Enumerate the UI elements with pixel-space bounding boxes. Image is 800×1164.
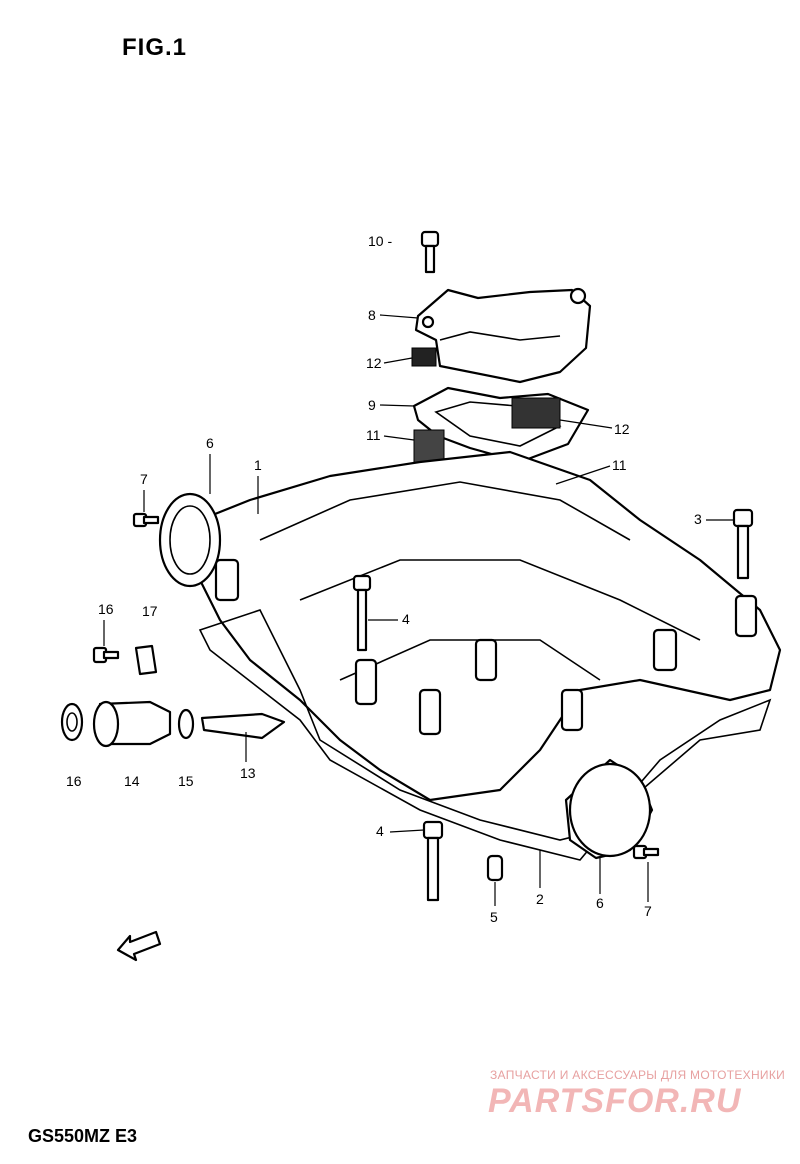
- dowel-5: [486, 854, 504, 882]
- callout-4b: 4: [376, 823, 384, 839]
- o-ring-15: [177, 708, 195, 740]
- base-gasket-2: [198, 609, 772, 861]
- watermark-tagline: ЗАПЧАСТИ И АКСЕССУАРЫ ДЛЯ МОТОТЕХНИКИ: [490, 1068, 786, 1082]
- figure-title: FIG.1: [122, 34, 188, 61]
- callout-6a: 6: [206, 435, 214, 451]
- callout-8: 8: [368, 307, 376, 323]
- screw-7-right: [632, 844, 660, 860]
- callout-11a: 11: [366, 427, 381, 443]
- sleeve-14: [92, 700, 172, 748]
- model-code: GS550MZ E3: [28, 1126, 138, 1146]
- callout-7b: 7: [644, 903, 652, 919]
- end-cap-6-left: [158, 492, 222, 588]
- watermark-logo: PARTSFOR.RU: [488, 1082, 742, 1120]
- callout-12b: 12: [614, 421, 630, 437]
- screw-7-left: [132, 512, 160, 528]
- bolt-4-lower: [422, 820, 444, 902]
- callout-10: 10 -: [368, 233, 392, 249]
- callout-13: 13: [240, 765, 256, 781]
- main-cover-1: [198, 450, 782, 802]
- callout-2: 2: [536, 891, 544, 907]
- front-arrow-icon: [116, 930, 162, 962]
- clip-17: [134, 644, 158, 676]
- end-cap-6-right: [564, 758, 654, 860]
- washer-16: [60, 702, 84, 742]
- screw-16: [92, 646, 120, 664]
- callout-17: 17: [142, 603, 158, 619]
- callout-4a: 4: [402, 611, 410, 627]
- callout-6b: 6: [596, 895, 604, 911]
- callout-11b: 11: [612, 457, 627, 473]
- callout-16a: 16: [98, 601, 114, 617]
- pad-12-right: [511, 397, 561, 429]
- callout-labels: 10 - 8 12 9 12 11 11 6 1 7 3 4 16 17 16 …: [66, 233, 734, 925]
- cover-cap-8: [414, 287, 592, 384]
- pad-12-left: [411, 347, 437, 367]
- bolt-4-upper: [352, 574, 372, 652]
- callout-7a: 7: [140, 471, 148, 487]
- bolt-10: [420, 230, 440, 274]
- callout-3: 3: [694, 511, 702, 527]
- callout-9: 9: [368, 397, 376, 413]
- bolt-3: [732, 508, 754, 580]
- callout-5: 5: [490, 909, 498, 925]
- callout-1: 1: [254, 457, 262, 473]
- pin-13: [200, 712, 286, 740]
- callout-12a: 12: [366, 355, 382, 371]
- callout-16b: 16: [66, 773, 82, 789]
- callout-15: 15: [178, 773, 194, 789]
- callout-14: 14: [124, 773, 140, 789]
